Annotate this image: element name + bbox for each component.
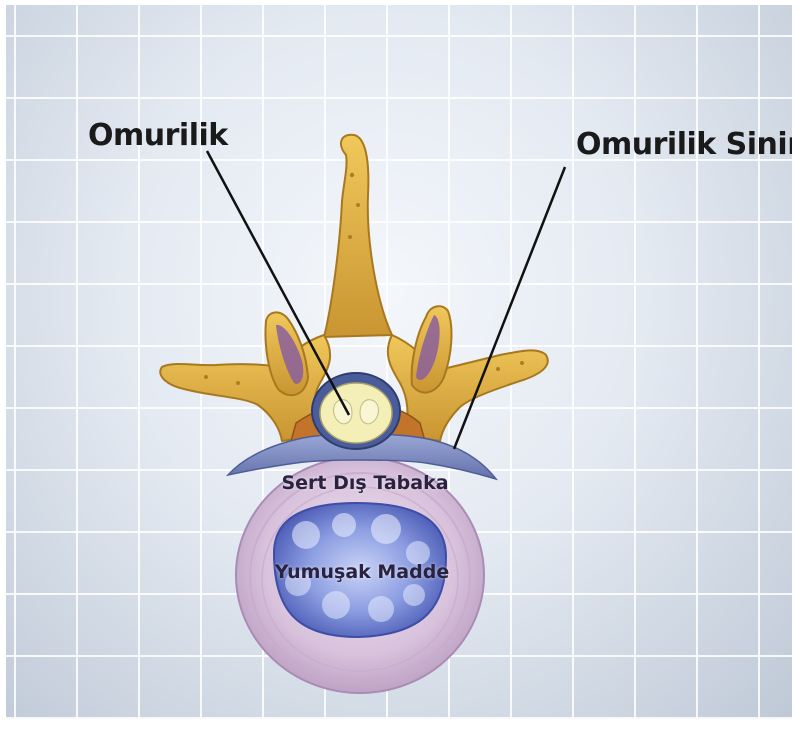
vertebra-illustration (6, 5, 792, 719)
spinal-cord-label: Omurilik (88, 118, 228, 153)
diagram-canvas: Omurilik Omurilik Siniri Sert Dış Tabaka… (6, 5, 792, 719)
spinal-nerve-pointer-line (454, 167, 565, 449)
spinal-cord (312, 373, 400, 449)
inner-core-label: Yumuşak Madde (275, 561, 449, 583)
outer-layer-label: Sert Dış Tabaka (281, 472, 448, 494)
spinal-nerve-label: Omurilik Siniri (576, 127, 792, 162)
